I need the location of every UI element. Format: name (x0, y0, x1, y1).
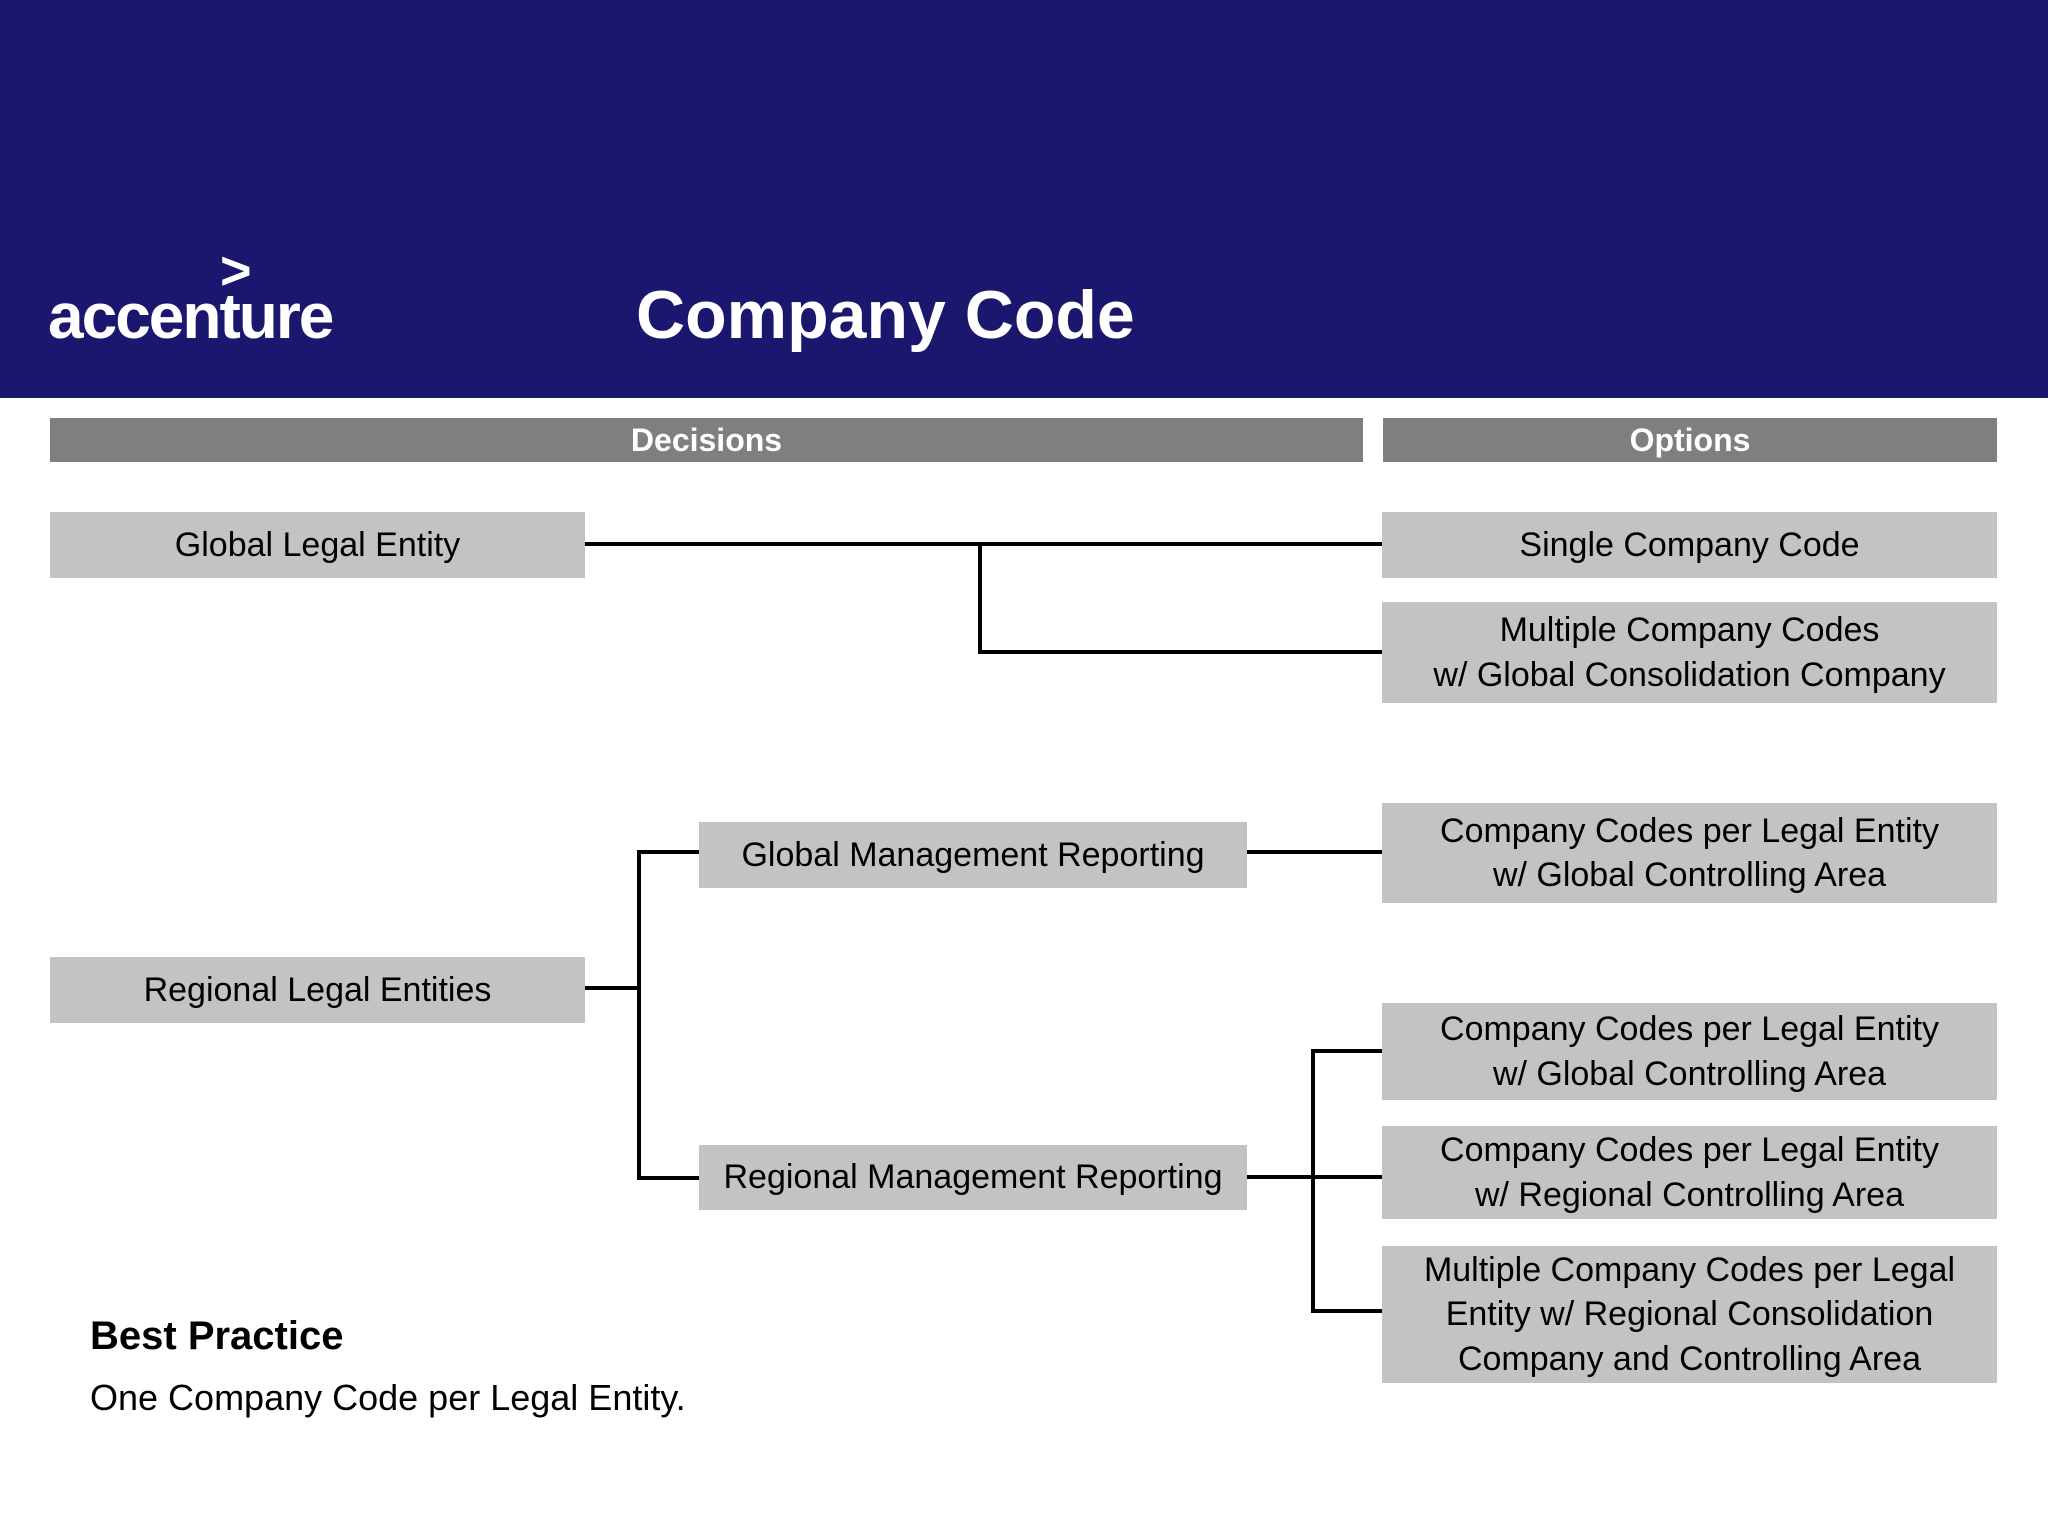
accenture-chevron-icon: > (220, 241, 252, 301)
connector-line (1311, 1049, 1315, 1313)
accenture-logo-text: accenture (48, 280, 334, 352)
connector-line (585, 542, 1382, 546)
connector-line (637, 1176, 699, 1180)
header-band: > accenture Company Code (0, 0, 2048, 398)
decisions-column-header: Decisions (50, 418, 1363, 462)
best-practice-note: Best Practice One Company Code per Legal… (90, 1312, 686, 1419)
connector-line (585, 986, 641, 990)
node-multiple-company-codes-regional-consolidation: Multiple Company Codes per Legal Entity … (1382, 1246, 1997, 1383)
node-company-codes-global-controlling-area: Company Codes per Legal Entity w/ Global… (1382, 1003, 1997, 1100)
node-global-legal-entity: Global Legal Entity (50, 512, 585, 578)
node-company-codes-regional-controlling-area: Company Codes per Legal Entity w/ Region… (1382, 1126, 1997, 1219)
node-multiple-company-codes-global-consolidation: Multiple Company Codes w/ Global Consoli… (1382, 602, 1997, 703)
node-global-management-reporting: Global Management Reporting (699, 822, 1247, 888)
connector-line (637, 850, 699, 854)
node-single-company-code: Single Company Code (1382, 512, 1997, 578)
node-regional-management-reporting: Regional Management Reporting (699, 1145, 1247, 1210)
accenture-logo: > accenture (48, 244, 408, 370)
node-regional-legal-entities: Regional Legal Entities (50, 957, 585, 1023)
options-column-header: Options (1383, 418, 1997, 462)
best-practice-body: One Company Code per Legal Entity. (90, 1377, 686, 1418)
page-title: Company Code (636, 277, 1135, 353)
connector-line (978, 542, 982, 654)
node-company-codes-global-controlling-area-top: Company Codes per Legal Entity w/ Global… (1382, 803, 1997, 903)
connector-line (637, 850, 641, 1180)
connector-line (1311, 1049, 1382, 1053)
connector-line (1311, 1309, 1382, 1313)
best-practice-heading: Best Practice (90, 1314, 344, 1358)
connector-line (1247, 850, 1382, 854)
connector-line (978, 650, 1382, 654)
